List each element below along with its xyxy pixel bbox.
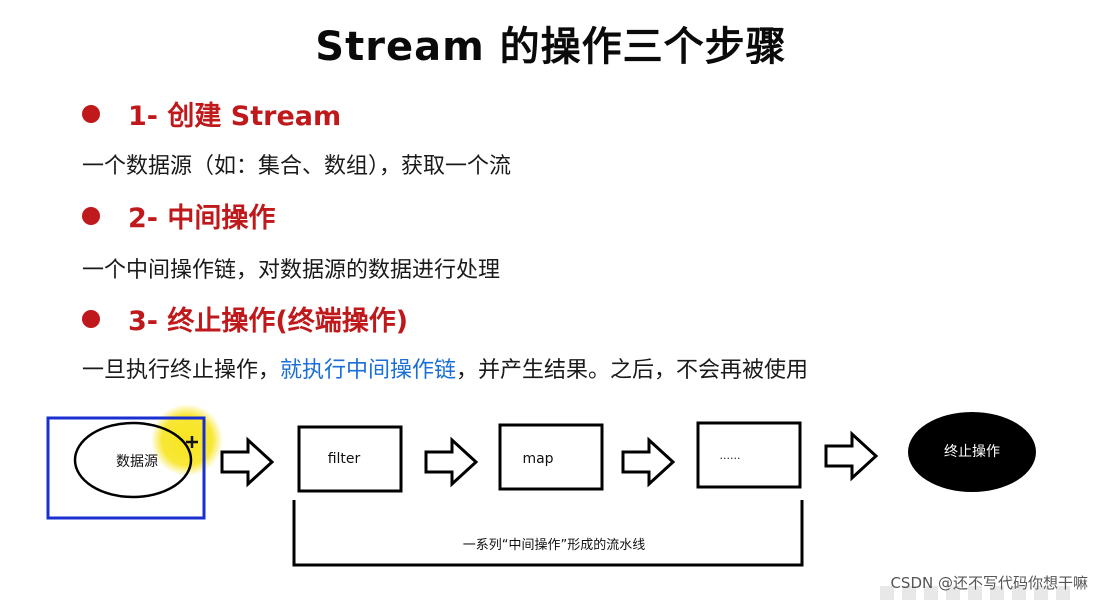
arrow-right-icon <box>621 436 676 488</box>
step-2-heading: 2- 中间操作 <box>82 196 275 235</box>
step-1-heading: 1- 创建 Stream <box>82 94 341 133</box>
selection-box[interactable] <box>46 416 206 520</box>
faint-background-text <box>880 586 1070 600</box>
step-3-label: 3- 终止操作(终端操作) <box>128 306 409 337</box>
data-source-ellipse <box>73 421 193 499</box>
filter-node-label: filter <box>328 451 361 467</box>
data-source-label: 数据源 <box>116 454 158 470</box>
ellipsis-node <box>696 421 802 489</box>
step-1-label: 1- 创建 Stream <box>128 101 342 132</box>
step-3-description: 一旦执行终止操作，就执行中间操作链，并产生结果。之后，不会再被使用 <box>82 352 808 384</box>
cursor-plus-icon <box>186 436 198 448</box>
arrow-right-icon <box>424 436 479 488</box>
step-1-description: 一个数据源（如：集合、数组），获取一个流 <box>82 154 512 179</box>
bullet-icon <box>82 206 100 225</box>
csdn-watermark: CSDN @还不写代码你想干嘛 <box>890 574 1088 592</box>
arrow-right-icon <box>220 436 275 488</box>
step-2-label: 2- 中间操作 <box>128 203 276 234</box>
filter-node <box>297 425 403 493</box>
ellipsis-node-label: ...... <box>720 449 741 462</box>
pipeline-bracket-label: 一系列“中间操作”形成的流水线 <box>463 537 645 553</box>
terminal-ellipse <box>908 412 1036 492</box>
terminal-label: 终止操作 <box>944 444 1000 460</box>
step-3-heading: 3- 终止操作(终端操作) <box>82 299 408 338</box>
map-node-label: map <box>522 451 553 467</box>
page-title: Stream 的操作三个步骤 <box>315 24 787 70</box>
map-node <box>498 423 604 491</box>
step-2-description: 一个中间操作链，对数据源的数据进行处理 <box>82 258 501 283</box>
pipeline-bracket <box>292 500 804 567</box>
step-3-desc-after: ，并产生结果。之后，不会再被使用 <box>456 358 809 383</box>
bullet-icon <box>82 104 100 123</box>
step-3-desc-highlight: 就执行中间操作链 <box>280 358 457 383</box>
step-3-desc-before: 一旦执行终止操作， <box>82 358 281 383</box>
arrow-right-icon <box>824 430 879 482</box>
cursor-highlight <box>151 404 223 476</box>
bullet-icon <box>82 309 100 328</box>
